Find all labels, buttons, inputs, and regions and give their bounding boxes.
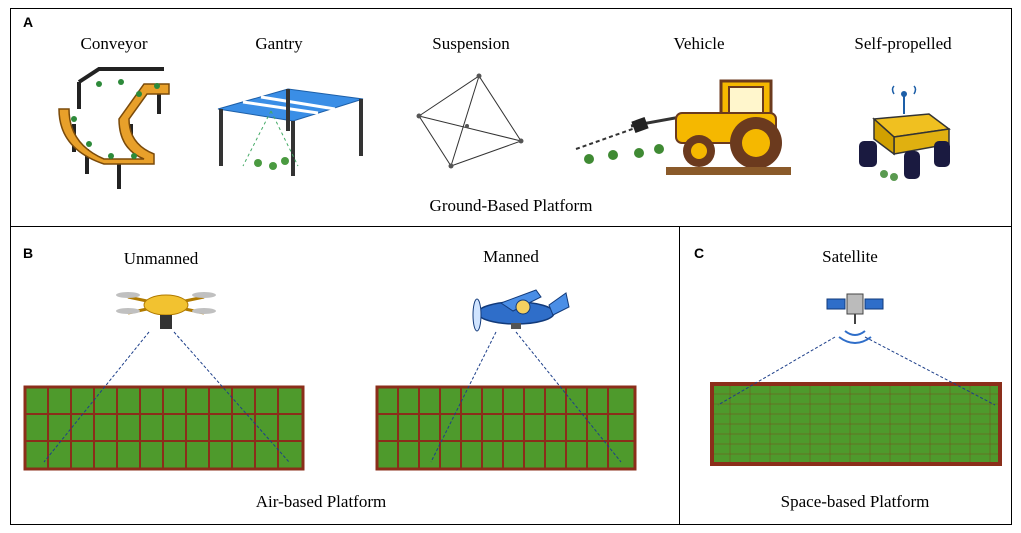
label-unmanned: Unmanned — [123, 249, 199, 268]
ground-platform-label: Ground-Based Platform — [429, 196, 593, 215]
label-conveyor: Conveyor — [80, 34, 148, 53]
panel-letter-c: C — [694, 245, 705, 261]
air-platform-label: Air-based Platform — [255, 492, 387, 511]
label-manned: Manned — [483, 247, 539, 266]
tractor-icon — [575, 79, 791, 175]
panel-ground-based: A Conveyor Gantry Suspension Vehicle Sel… — [10, 8, 1012, 227]
crop-field-unmanned — [23, 331, 305, 471]
robot-icon — [859, 85, 951, 181]
panel-space-based: C Satellite Space-based Platform — [679, 226, 1012, 525]
label-vehicle: Vehicle — [673, 34, 725, 53]
suspension-icon — [416, 73, 524, 169]
label-gantry: Gantry — [255, 34, 303, 53]
drone-icon — [116, 292, 216, 329]
crop-field-satellite — [710, 336, 1002, 466]
space-platform-label: Space-based Platform — [780, 492, 930, 511]
satellite-icon — [826, 293, 884, 344]
crop-field-manned — [375, 331, 637, 471]
panel-letter-b: B — [23, 245, 34, 261]
label-suspension: Suspension — [432, 34, 510, 53]
gantry-icon — [217, 88, 364, 176]
label-self-propelled: Self-propelled — [854, 34, 952, 53]
airplane-icon — [472, 289, 570, 332]
panel-air-based: B Unmanned Manned — [10, 226, 680, 525]
conveyor-icon — [58, 67, 170, 189]
label-satellite: Satellite — [822, 247, 878, 266]
panel-letter-a: A — [23, 14, 34, 30]
